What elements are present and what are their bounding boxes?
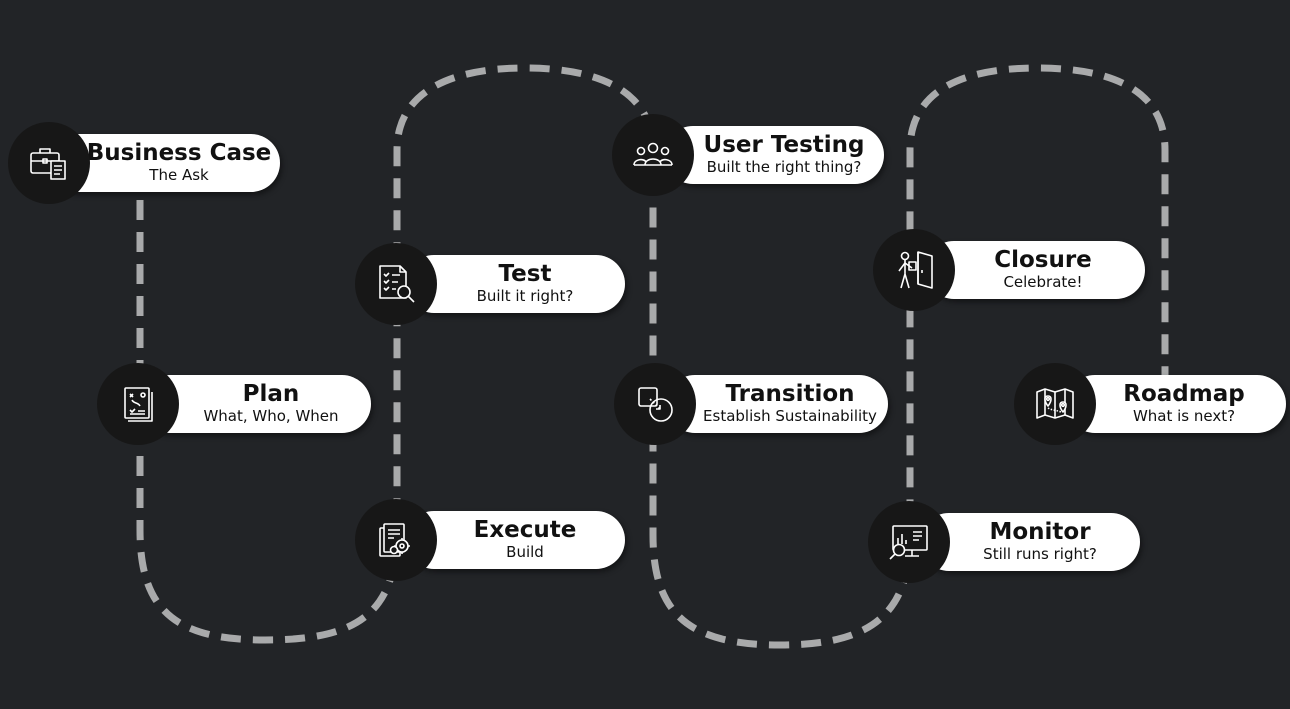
step-subtitle: What is next? [1132, 407, 1236, 425]
step-title: Plan [242, 381, 300, 407]
step-label: Plan What, Who, When [141, 375, 371, 433]
step-execute: Execute Build [355, 499, 625, 581]
strategy-plan-icon [124, 387, 153, 422]
transition-shapes-icon [638, 387, 673, 422]
step-subtitle: What, Who, When [203, 407, 339, 425]
step-user-testing: User Testing Built the right thing? [612, 114, 884, 196]
step-monitor: Monitor Still runs right? [868, 501, 1140, 583]
step-subtitle: Still runs right? [983, 545, 1097, 563]
step-label: Monitor Still runs right? [920, 513, 1140, 571]
step-label: User Testing Built the right thing? [664, 126, 884, 184]
step-title: Monitor [989, 519, 1091, 545]
step-icon-circle [1014, 363, 1096, 445]
user-group-icon [633, 142, 673, 166]
step-subtitle: The Ask [149, 166, 209, 184]
step-subtitle: Built the right thing? [706, 158, 862, 176]
step-icon-circle [355, 499, 437, 581]
step-business-case: Business Case The Ask [8, 122, 280, 204]
step-subtitle: Built it right? [476, 287, 574, 305]
step-icon-circle [355, 243, 437, 325]
person-door-icon [898, 251, 933, 289]
step-closure: Closure Celebrate! [873, 229, 1145, 311]
step-icon-circle [873, 229, 955, 311]
step-icon-circle [612, 114, 694, 196]
step-subtitle: Establish Sustainability [703, 407, 877, 425]
step-roadmap: Roadmap What is next? [1014, 363, 1286, 445]
step-subtitle: Celebrate! [1003, 273, 1083, 291]
step-label: Execute Build [405, 511, 625, 569]
step-title: Roadmap [1123, 381, 1245, 407]
step-icon-circle [97, 363, 179, 445]
checklist-magnifier-icon [379, 265, 415, 303]
step-label: Closure Celebrate! [925, 241, 1145, 299]
step-label: Transition Establish Sustainability [666, 375, 888, 433]
step-title: User Testing [703, 132, 865, 158]
step-transition: Transition Establish Sustainability [614, 363, 888, 445]
step-label: Test Built it right? [405, 255, 625, 313]
briefcase-document-icon [30, 148, 66, 180]
step-test: Test Built it right? [355, 243, 625, 325]
step-label: Roadmap What is next? [1066, 375, 1286, 433]
step-icon-circle [868, 501, 950, 583]
step-title: Execute [473, 517, 577, 543]
step-subtitle: Build [506, 543, 544, 561]
step-plan: Plan What, Who, When [97, 363, 371, 445]
monitor-analytics-icon [889, 525, 928, 560]
map-pins-icon [1036, 388, 1074, 419]
step-icon-circle [8, 122, 90, 204]
documents-gear-icon [379, 523, 410, 557]
step-title: Business Case [86, 140, 272, 166]
step-icon-circle [614, 363, 696, 445]
step-title: Test [498, 261, 552, 287]
step-title: Closure [994, 247, 1092, 273]
step-title: Transition [725, 381, 855, 407]
